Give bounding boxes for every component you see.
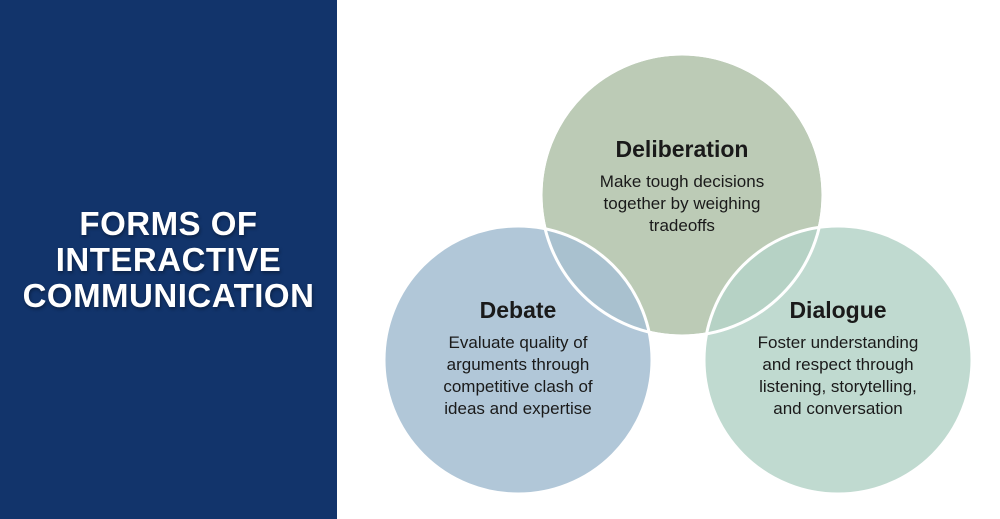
title-line-1: FORMS OF [79,204,258,242]
deliberation-circle-outline [539,52,825,338]
debate-line-1: Evaluate quality of [448,333,588,352]
venn-diagram: Deliberation Make tough decisions togeth… [337,0,1000,519]
deliberation-description: Make tough decisions together by weighin… [562,171,802,237]
deliberation-line-3: tradeoffs [649,216,715,235]
title-panel: FORMS OF INTERACTIVE COMMUNICATION [0,0,337,519]
dialogue-circle [702,224,974,496]
debate-heading: Debate [479,297,557,323]
debate-line-3: competitive clash of [443,377,593,396]
deliberation-heading: Deliberation [615,136,749,162]
dialogue-line-2: and respect through [762,355,914,374]
dialogue-label: Dialogue Foster understanding and respec… [723,296,953,420]
title-line-2: INTERACTIVE [55,240,282,278]
dialogue-line-4: and conversation [773,399,903,418]
debate-line-4: ideas and expertise [444,399,592,418]
deliberation-label: Deliberation Make tough decisions togeth… [562,135,802,237]
dialogue-heading: Dialogue [789,297,887,323]
deliberation-line-1: Make tough decisions [599,172,765,191]
venn-circles [382,52,974,496]
dialogue-line-1: Foster understanding [757,333,919,352]
title-line-3: COMMUNICATION [22,276,315,314]
debate-circle [382,224,654,496]
debate-description: Evaluate quality of arguments through co… [408,332,628,420]
deliberation-line-2: together by weighing [603,194,761,213]
dialogue-description: Foster understanding and respect through… [723,332,953,420]
debate-label: Debate Evaluate quality of arguments thr… [408,296,628,420]
slide-title: FORMS OF INTERACTIVE COMMUNICATION [22,204,315,314]
dialogue-line-3: listening, storytelling, [759,377,917,396]
debate-line-2: arguments through [446,355,590,374]
